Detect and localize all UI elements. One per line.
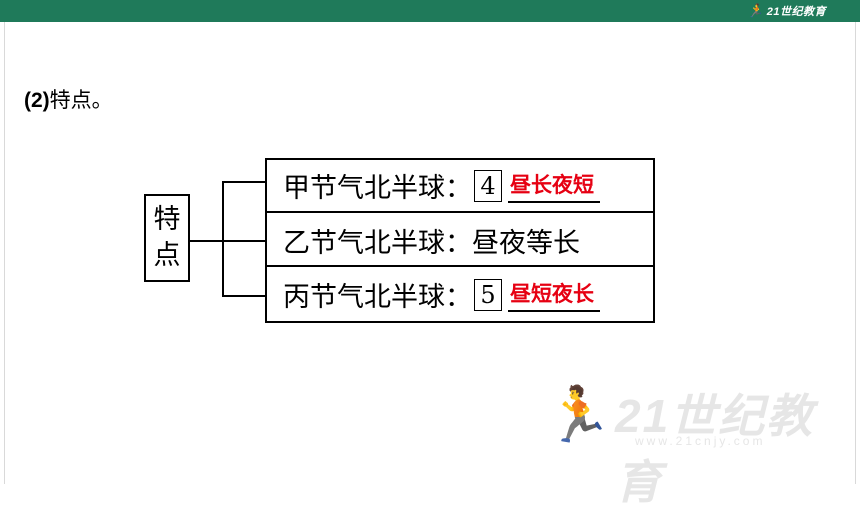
row-jia-number-box: 4 — [474, 169, 502, 202]
row-jia-prefix: 甲节气北半球： — [283, 173, 472, 204]
frame-right-border — [855, 22, 856, 484]
row-bing-prefix: 丙节气北半球： — [283, 282, 472, 313]
heading-number: (2) — [24, 89, 50, 112]
brand-logo: 🏃 21世纪教育 — [747, 3, 826, 19]
watermark: 🏃 21世纪教育 www.21cnjy.com — [545, 372, 835, 508]
solar-term-table: 甲节气北半球： 4 昼长夜短 乙节气北半球：昼夜等长 丙节气北半球： 5 昼短夜… — [265, 158, 655, 323]
row-jia: 甲节气北半球： 4 昼长夜短 — [267, 160, 653, 213]
row-yi-text: 乙节气北半球：昼夜等长 — [283, 227, 580, 259]
label-char-1: 特 — [153, 204, 181, 235]
row-bing-number-box: 5 — [474, 278, 502, 311]
frame-left-border — [4, 22, 5, 484]
row-bing: 丙节气北半球： 5 昼短夜长 — [267, 268, 653, 321]
runner-icon: 🏃 — [747, 3, 764, 18]
row-bing-answer: 昼短夜长 — [508, 278, 600, 312]
heading-text: 特点。 — [49, 89, 113, 112]
top-bar: 🏃 21世纪教育 — [0, 0, 860, 22]
label-char-2: 点 — [153, 240, 181, 271]
bracket-connector — [190, 181, 265, 297]
watermark-runner-icon: 🏃 — [545, 385, 613, 445]
brand-logo-text: 21世纪教育 — [766, 6, 826, 18]
row-jia-answer: 昼长夜短 — [508, 169, 600, 203]
row-yi: 乙节气北半球：昼夜等长 — [267, 215, 653, 267]
watermark-url: www.21cnjy.com — [635, 434, 766, 448]
characteristics-label-box: 特 点 — [144, 194, 190, 282]
section-heading: (2)特点。 — [24, 84, 113, 114]
